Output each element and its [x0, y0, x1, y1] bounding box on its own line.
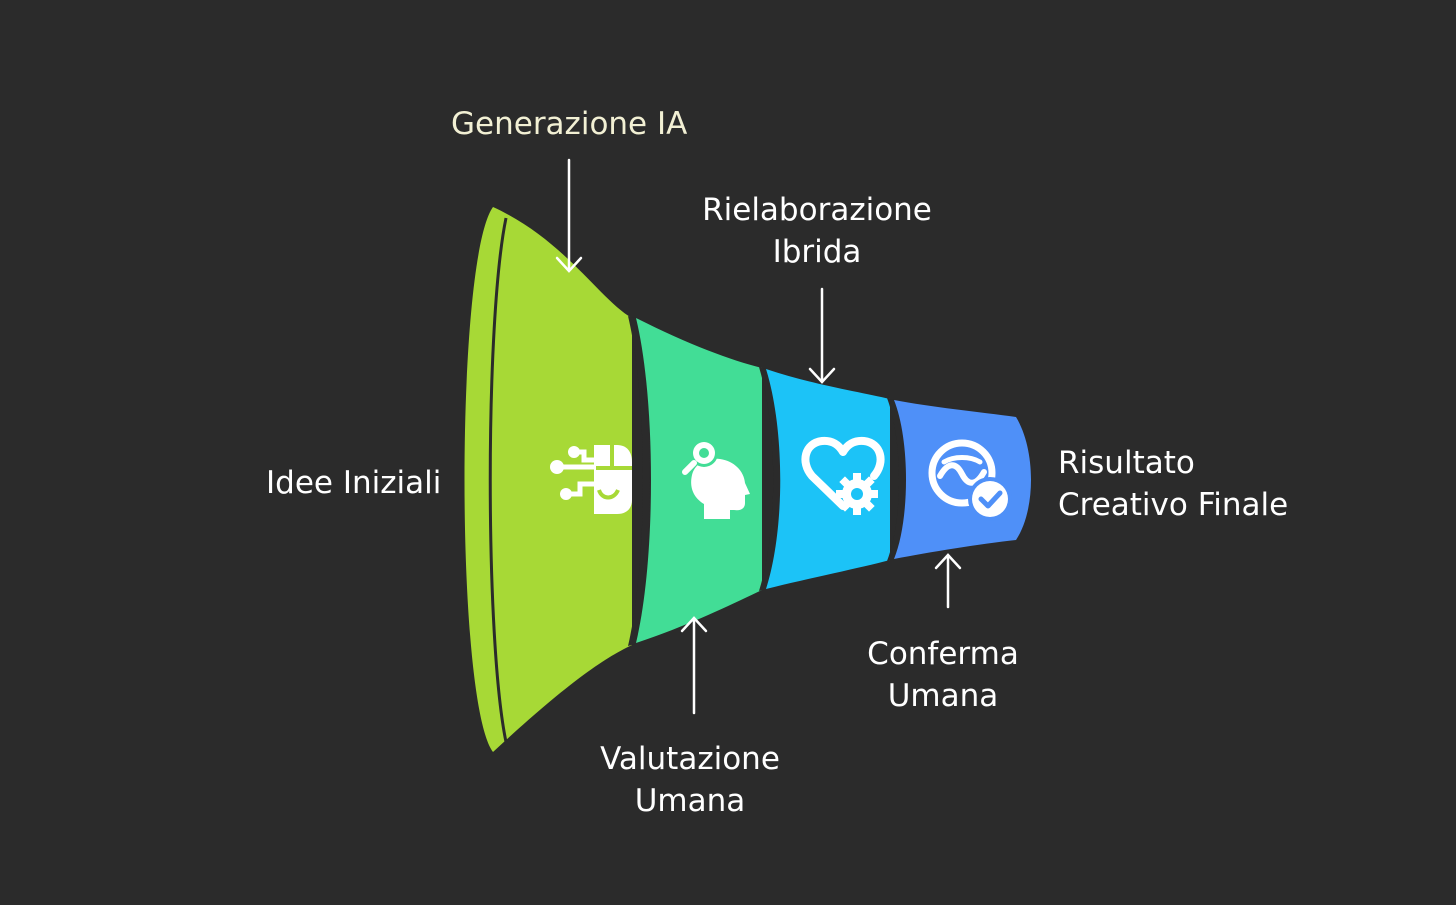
label-ai-generation: Generazione IA	[451, 106, 688, 142]
head-search-icon	[682, 439, 750, 519]
label-human-evaluation: Valutazione Umana	[590, 738, 790, 822]
label-final-result-line2: Creativo Finale	[1058, 487, 1289, 523]
label-hybrid-rework-line2: Ibrida	[772, 234, 862, 270]
label-hybrid-rework: Rielaborazione Ibrida	[697, 189, 937, 273]
label-human-confirmation-line1: Conferma	[867, 636, 1019, 672]
label-human-confirmation-line2: Umana	[887, 678, 999, 714]
arrow-hybrid-rework	[808, 287, 836, 384]
arrow-human-confirmation	[934, 553, 962, 609]
label-final-result: Risultato Creativo Finale	[1058, 442, 1288, 526]
arrow-ai-generation	[555, 158, 583, 273]
funnel-stage-divider-2	[759, 367, 781, 591]
label-initial-ideas: Idee Iniziali	[266, 465, 442, 501]
funnel-stage-hybrid-rework	[766, 369, 890, 589]
ai-brain-circuit-icon	[550, 445, 632, 514]
funnel-stage-divider-1	[628, 316, 650, 646]
arrow-human-evaluation	[680, 616, 708, 715]
label-hybrid-rework-line1: Rielaborazione	[702, 192, 932, 228]
label-human-evaluation-line2: Umana	[634, 783, 746, 819]
funnel-stage-divider-3	[887, 398, 906, 561]
heart-gear-icon	[801, 436, 885, 515]
check-badge-icon	[928, 439, 1012, 521]
funnel-stage-ai-generation	[464, 207, 632, 752]
funnel-mouth-edge	[488, 217, 508, 743]
label-final-result-line1: Risultato	[1058, 445, 1195, 481]
label-human-evaluation-line1: Valutazione	[600, 741, 780, 777]
label-human-confirmation: Conferma Umana	[858, 633, 1028, 717]
